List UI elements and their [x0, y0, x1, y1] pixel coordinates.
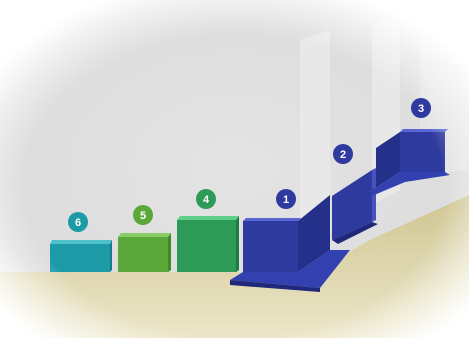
badge-1: 1	[276, 189, 296, 209]
badge-2: 2	[333, 144, 353, 164]
badge-6-label: 6	[75, 217, 81, 229]
badge-5: 5	[133, 205, 153, 225]
badge-3-label: 3	[418, 103, 424, 115]
badge-4-label: 4	[203, 194, 210, 206]
badge-1-label: 1	[283, 194, 289, 206]
badge-4: 4	[196, 189, 216, 209]
badge-6: 6	[68, 212, 88, 232]
badge-3: 3	[411, 98, 431, 118]
badge-2-label: 2	[340, 149, 346, 161]
badge-5-label: 5	[140, 210, 146, 222]
